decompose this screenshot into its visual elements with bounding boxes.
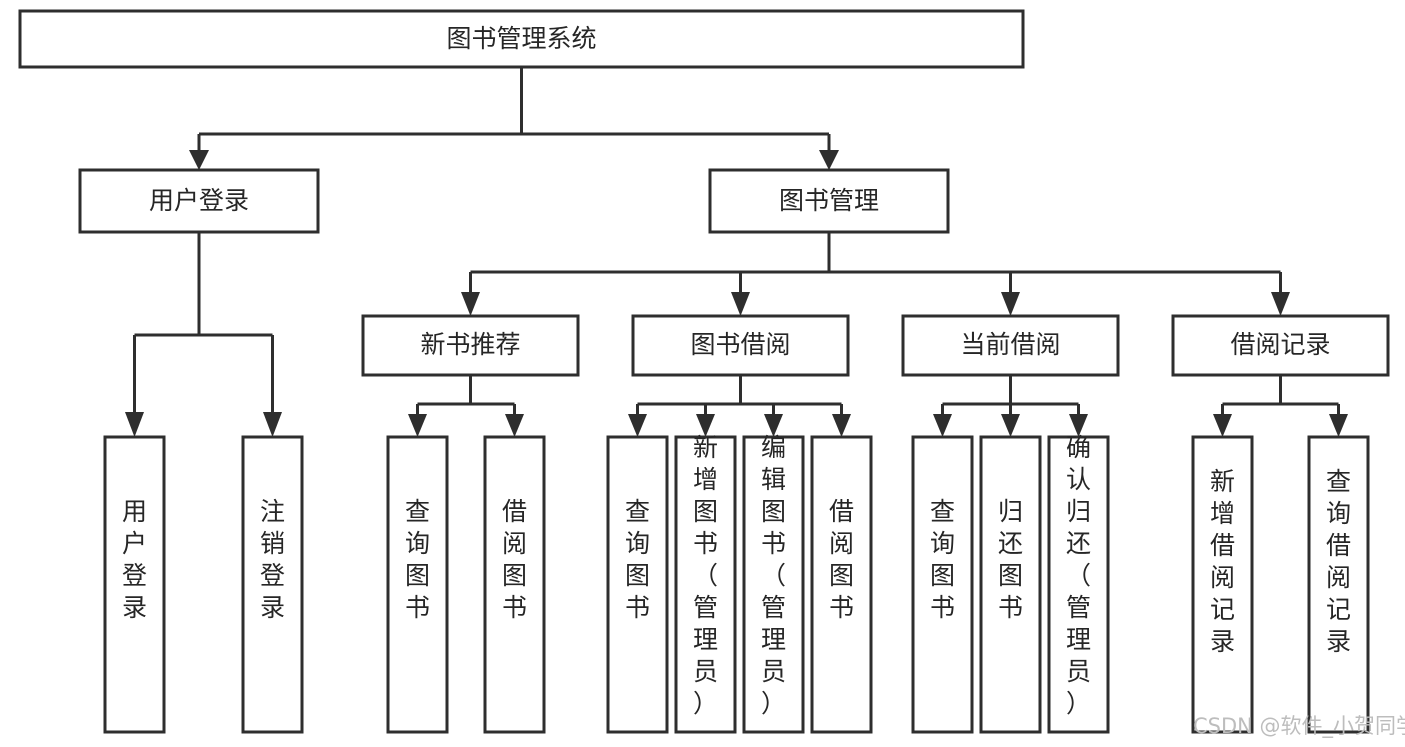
arrow-to-leaf-query-book-a bbox=[408, 414, 427, 437]
node-root-box[interactable] bbox=[18, 9, 1025, 69]
arrow-to-book-borrow bbox=[731, 292, 750, 316]
leaf-borrow-borrow-book-box[interactable] bbox=[810, 435, 873, 734]
leaf-current-confirm-return-box[interactable] bbox=[1047, 435, 1110, 734]
leaf-record-query-label: 查询借阅记录 bbox=[1326, 467, 1351, 656]
leaf-borrow-add-book[interactable]: 新增图书（管理员） bbox=[674, 433, 737, 734]
leaf-recommend-query-book[interactable]: 查询图书 bbox=[386, 435, 449, 734]
csdn-watermark: CSDN @软件_小贺同学 bbox=[1193, 714, 1405, 739]
leaf-current-confirm-return[interactable]: 确认归还（管理员） bbox=[1047, 433, 1110, 734]
arrow-to-leaf-user-login bbox=[125, 412, 144, 437]
leaf-current-query-book-box[interactable] bbox=[911, 435, 974, 734]
leaf-borrow-edit-book[interactable]: 编辑图书（管理员） bbox=[742, 433, 805, 734]
leaf-current-query-book[interactable]: 查询图书 bbox=[911, 435, 974, 734]
leaf-logout-label: 注销登录 bbox=[260, 497, 285, 622]
leaf-borrow-borrow-book-label: 借阅图书 bbox=[829, 497, 854, 622]
leaf-record-add[interactable]: 新增借阅记录 bbox=[1191, 435, 1254, 734]
node-new-book-recommend[interactable]: 新书推荐 bbox=[361, 314, 580, 377]
node-borrow-record-label: 借阅记录 bbox=[1230, 330, 1330, 359]
leaf-current-return-book-label: 归还图书 bbox=[998, 497, 1023, 622]
leaf-borrow-query-book[interactable]: 查询图书 bbox=[606, 435, 669, 734]
leaf-recommend-query-book-box[interactable] bbox=[386, 435, 449, 734]
arrow-to-book-management bbox=[819, 150, 839, 170]
node-book-management-label: 图书管理 bbox=[779, 186, 879, 215]
leaf-borrow-borrow-book[interactable]: 借阅图书 bbox=[810, 435, 873, 734]
arrow-to-user-login bbox=[189, 150, 209, 170]
node-user-login[interactable]: 用户登录 bbox=[78, 168, 320, 234]
leaf-record-add-box[interactable] bbox=[1191, 435, 1254, 734]
node-root[interactable]: 图书管理系统 bbox=[18, 9, 1025, 69]
node-new-book-recommend-box[interactable] bbox=[361, 314, 580, 377]
node-current-borrow-box[interactable] bbox=[901, 314, 1120, 377]
node-book-borrow-box[interactable] bbox=[631, 314, 850, 377]
leaf-borrow-edit-book-box[interactable] bbox=[742, 435, 805, 734]
leaf-logout[interactable]: 注销登录 bbox=[241, 435, 304, 734]
node-user-login-box[interactable] bbox=[78, 168, 320, 234]
leaf-recommend-borrow-book-box[interactable] bbox=[483, 435, 546, 734]
arrow-to-leaf-return-book bbox=[1001, 414, 1020, 437]
leaf-recommend-borrow-book-label: 借阅图书 bbox=[502, 497, 527, 622]
leaf-current-query-book-label: 查询图书 bbox=[930, 497, 955, 622]
arrow-to-leaf-add-record bbox=[1213, 414, 1232, 437]
arrow-to-leaf-borrow-book-a bbox=[505, 414, 524, 437]
leaf-recommend-query-book-label: 查询图书 bbox=[405, 497, 430, 622]
arrow-to-leaf-query-book-b bbox=[628, 414, 647, 437]
node-book-management[interactable]: 图书管理 bbox=[708, 168, 950, 234]
leaf-current-confirm-return-label: 确认归还（管理员） bbox=[1066, 433, 1091, 718]
node-borrow-record-box[interactable] bbox=[1171, 314, 1390, 377]
node-new-book-recommend-label: 新书推荐 bbox=[420, 330, 520, 359]
leaf-record-query[interactable]: 查询借阅记录 bbox=[1307, 435, 1370, 734]
leaf-user-login[interactable]: 用户登录 bbox=[103, 435, 166, 734]
node-book-borrow[interactable]: 图书借阅 bbox=[631, 314, 850, 377]
node-current-borrow[interactable]: 当前借阅 bbox=[901, 314, 1120, 377]
leaf-recommend-borrow-book[interactable]: 借阅图书 bbox=[483, 435, 546, 734]
node-user-login-label: 用户登录 bbox=[149, 186, 249, 215]
arrow-to-current-borrow bbox=[1001, 292, 1020, 316]
leaf-borrow-edit-book-label: 编辑图书（管理员） bbox=[761, 433, 786, 718]
leaf-current-return-book[interactable]: 归还图书 bbox=[979, 435, 1042, 734]
arrow-to-leaf-query-book-c bbox=[933, 414, 952, 437]
node-borrow-record[interactable]: 借阅记录 bbox=[1171, 314, 1390, 377]
leaf-borrow-add-book-box[interactable] bbox=[674, 435, 737, 734]
connector-layer bbox=[125, 67, 1348, 437]
node-current-borrow-label: 当前借阅 bbox=[960, 330, 1060, 359]
leaf-borrow-add-book-label: 新增图书（管理员） bbox=[693, 433, 718, 718]
leaf-borrow-query-book-box[interactable] bbox=[606, 435, 669, 734]
arrow-to-leaf-add-book bbox=[696, 414, 715, 437]
leaf-user-login-label: 用户登录 bbox=[122, 497, 147, 622]
arrow-to-leaf-confirm-return bbox=[1069, 414, 1088, 437]
node-root-label: 图书管理系统 bbox=[446, 24, 596, 53]
node-book-borrow-label: 图书借阅 bbox=[690, 330, 790, 359]
arrow-to-leaf-logout bbox=[263, 412, 282, 437]
leaf-logout-box[interactable] bbox=[241, 435, 304, 734]
arrow-to-leaf-edit-book bbox=[764, 414, 783, 437]
arrow-to-leaf-query-record bbox=[1329, 414, 1348, 437]
leaf-record-add-label: 新增借阅记录 bbox=[1210, 467, 1235, 656]
leaf-current-return-book-box[interactable] bbox=[979, 435, 1042, 734]
arrow-to-new-book-recommend bbox=[461, 292, 480, 316]
leaf-borrow-query-book-label: 查询图书 bbox=[625, 497, 650, 622]
arrow-to-leaf-borrow-book-b bbox=[832, 414, 851, 437]
arrow-to-borrow-record bbox=[1271, 292, 1290, 316]
leaf-record-query-box[interactable] bbox=[1307, 435, 1370, 734]
node-book-management-box[interactable] bbox=[708, 168, 950, 234]
leaf-user-login-box[interactable] bbox=[103, 435, 166, 734]
